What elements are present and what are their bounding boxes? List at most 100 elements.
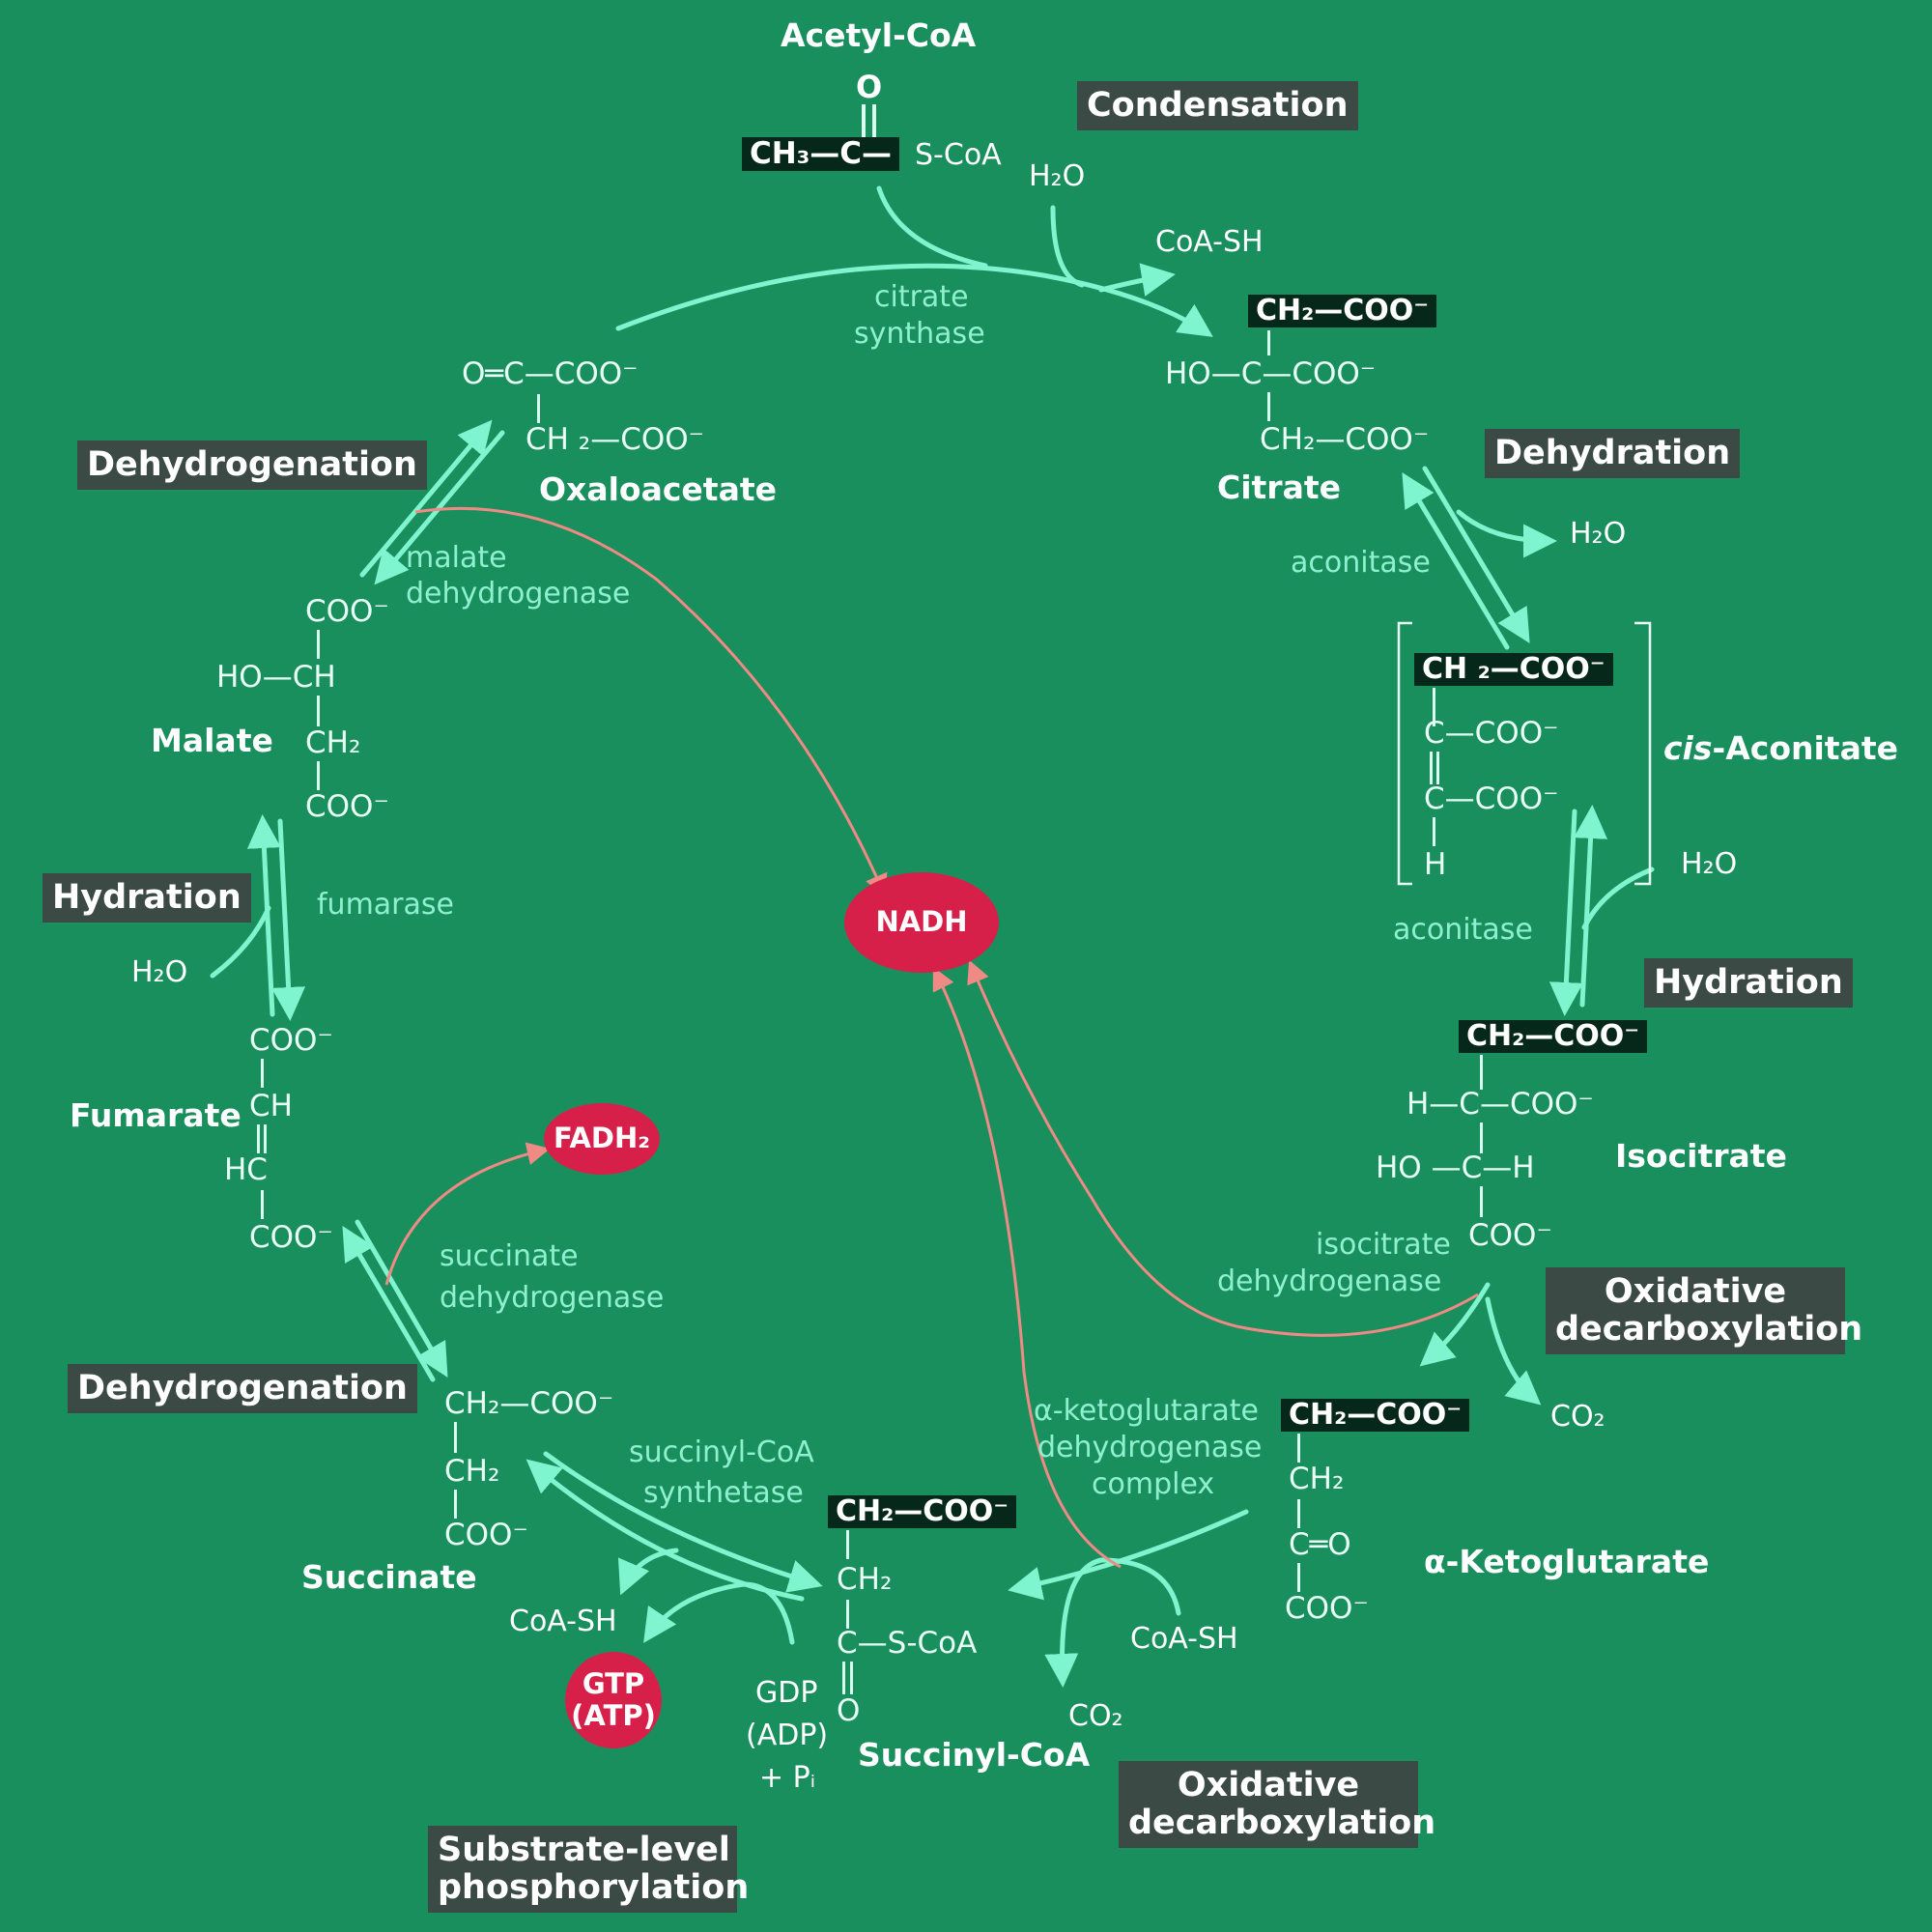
cis-aconitate-bond-2	[1433, 817, 1435, 846]
acetyl-coa-ch3: CH₃—C—	[742, 137, 900, 171]
isocitrate-line1: CH₂—COO⁻	[1459, 1020, 1648, 1053]
oxdecarb2-line2: decarboxylation	[1128, 1804, 1436, 1843]
fumarate-double-2	[264, 1124, 267, 1153]
cis-aconitate-double-1	[1430, 752, 1433, 784]
coash-input-arrow	[1044, 1557, 1181, 1688]
malate-line1: COO⁻	[305, 594, 389, 629]
isocitrate-line4: COO⁻	[1468, 1218, 1552, 1253]
malate-bond-2	[317, 696, 320, 726]
citrate-synthase-label-2: synthase	[854, 317, 985, 351]
succinyl-coa-line1: CH₂—COO⁻	[828, 1495, 1017, 1528]
coash-release-succ: CoA-SH	[509, 1605, 617, 1638]
gdp-input-arrow	[643, 1581, 795, 1645]
adp-label: (ADP)	[746, 1719, 829, 1752]
malate-dh-label-1: malate	[406, 541, 507, 575]
akg-line1: CH₂—COO⁻	[1281, 1399, 1470, 1432]
nadh-arrow-isocitrate	[967, 959, 1479, 1337]
akg-dh-arrow	[1008, 1509, 1249, 1601]
fumarate-bond-2	[261, 1190, 264, 1219]
isocitrate-line2: H—C—COO⁻	[1406, 1087, 1594, 1122]
dehydration-label: Dehydration	[1485, 429, 1741, 479]
malate-name: Malate	[151, 722, 273, 759]
hydration-label-right: Hydration	[1644, 958, 1853, 1009]
malate-bond-1	[317, 630, 320, 659]
citrate-bond-1	[1267, 330, 1270, 355]
acetyl-coa-scoa: S-CoA	[915, 138, 1002, 172]
fumarate-line2: CH	[249, 1089, 293, 1123]
citrate-bond-2	[1267, 392, 1270, 421]
succ-coa-synthetase-label-1: succinyl-CoA	[629, 1435, 814, 1469]
oxdecarb2-line1: Oxidative	[1177, 1766, 1360, 1804]
aconitase-back-arrow	[1402, 471, 1510, 650]
succ-coa-synthetase-label-2: synthetase	[643, 1476, 804, 1510]
coash-output-arrow	[1098, 263, 1176, 297]
succinyl-coa-line2: CH₂	[837, 1562, 893, 1597]
fumarase-back	[246, 814, 281, 1017]
water-input-arrow-3	[210, 905, 271, 979]
akg-dh-label-3: complex	[1092, 1467, 1215, 1501]
cis-aconitate-name-rest: -Aconitate	[1712, 729, 1898, 767]
citrate-line1: CH₂—COO⁻	[1248, 295, 1437, 327]
dehydrogenation-label-top: Dehydrogenation	[77, 440, 427, 491]
acetyl-coa-double-bond	[862, 104, 866, 141]
akg-name: α-Ketoglutarate	[1424, 1543, 1710, 1580]
fadh2-oval: FADH₂	[544, 1103, 660, 1175]
citrate-synthase-label-1: citrate	[874, 280, 969, 314]
succinate-bond-1	[454, 1422, 457, 1453]
fumarate-line3: HC	[224, 1152, 268, 1187]
coash-label: CoA-SH	[1155, 225, 1264, 259]
water-in-hydration: H₂O	[1681, 847, 1738, 881]
succinate-line2: CH₂	[444, 1454, 500, 1489]
akg-dh-label-2: dehydrogenase	[1037, 1431, 1263, 1464]
fumarate-line1: COO⁻	[249, 1023, 333, 1058]
fumarate-bond-1	[261, 1059, 264, 1088]
malate-line2: HO—CH	[216, 660, 336, 695]
succinyl-coa-line4: O	[837, 1693, 861, 1728]
malate-line4: COO⁻	[305, 789, 389, 824]
isocitrate-bond-2	[1480, 1122, 1483, 1153]
akg-line3: C═O	[1289, 1527, 1351, 1562]
akg-line4: COO⁻	[1285, 1591, 1369, 1626]
cis-aconitate-line2: C—COO⁻	[1424, 716, 1559, 751]
succinyl-coa-double-1	[842, 1662, 845, 1694]
isocitrate-dh-label-2: dehydrogenase	[1217, 1264, 1442, 1298]
aconitase-label-2: aconitase	[1393, 913, 1533, 947]
succinyl-coa-bond-2	[846, 1600, 849, 1629]
cis-aconitate-line4: H	[1424, 847, 1447, 882]
oxaloacetate-name: Oxaloacetate	[539, 470, 778, 508]
citrate-line2: HO—C—COO⁻	[1165, 356, 1377, 391]
cis-aconitate-double-2	[1436, 752, 1439, 784]
acetyl-coa-oxygen: O	[856, 69, 883, 105]
aconitase-forward-arrow	[1422, 466, 1530, 644]
citrate-name: Citrate	[1217, 469, 1342, 506]
fadh2-arrow	[384, 1142, 551, 1286]
acetyl-coa-input-arrow	[876, 185, 988, 269]
fumarate-double-1	[257, 1124, 260, 1153]
cis-aconitate-line3: C—COO⁻	[1424, 781, 1559, 816]
akg-bond-3	[1297, 1563, 1300, 1592]
malate-dh-label-2: dehydrogenase	[406, 577, 631, 611]
aconitase2-forward-arrow	[1548, 809, 1583, 1016]
fumarate-name: Fumarate	[70, 1096, 242, 1134]
water-release-arrow	[1456, 509, 1557, 558]
substrate-level-phosphorylation-label: Substrate-level phosphorylation	[428, 1826, 749, 1914]
succinate-dh-forward	[355, 1219, 448, 1378]
succ-coa-synthetase-forward	[543, 1451, 823, 1593]
pi-label: + Pᵢ	[759, 1761, 816, 1795]
succinate-name: Succinate	[301, 1558, 477, 1596]
water-input-arrow-2	[1581, 867, 1655, 930]
citrate-line3: CH₂—COO⁻	[1260, 422, 1430, 457]
malate-bond-3	[317, 761, 320, 790]
oxaloacetate-line1: O═C—COO⁻	[462, 356, 639, 391]
atp-label: (ATP)	[571, 1699, 656, 1732]
gtp-label: GTP	[582, 1666, 645, 1700]
oxdecarb1-line2: decarboxylation	[1555, 1310, 1863, 1350]
oxidative-decarboxylation-label-2: Oxidative decarboxylation	[1119, 1761, 1436, 1849]
cis-aconitate-bracket-right	[1634, 621, 1652, 886]
cis-aconitate-name: cis-Aconitate	[1663, 732, 1898, 764]
gtp-atp-circle: GTP (ATP)	[565, 1652, 662, 1748]
aconitase-label-1: aconitase	[1291, 546, 1431, 580]
succinate-line1: CH₂—COO⁻	[444, 1386, 614, 1421]
fumarase-forward	[271, 818, 306, 1021]
